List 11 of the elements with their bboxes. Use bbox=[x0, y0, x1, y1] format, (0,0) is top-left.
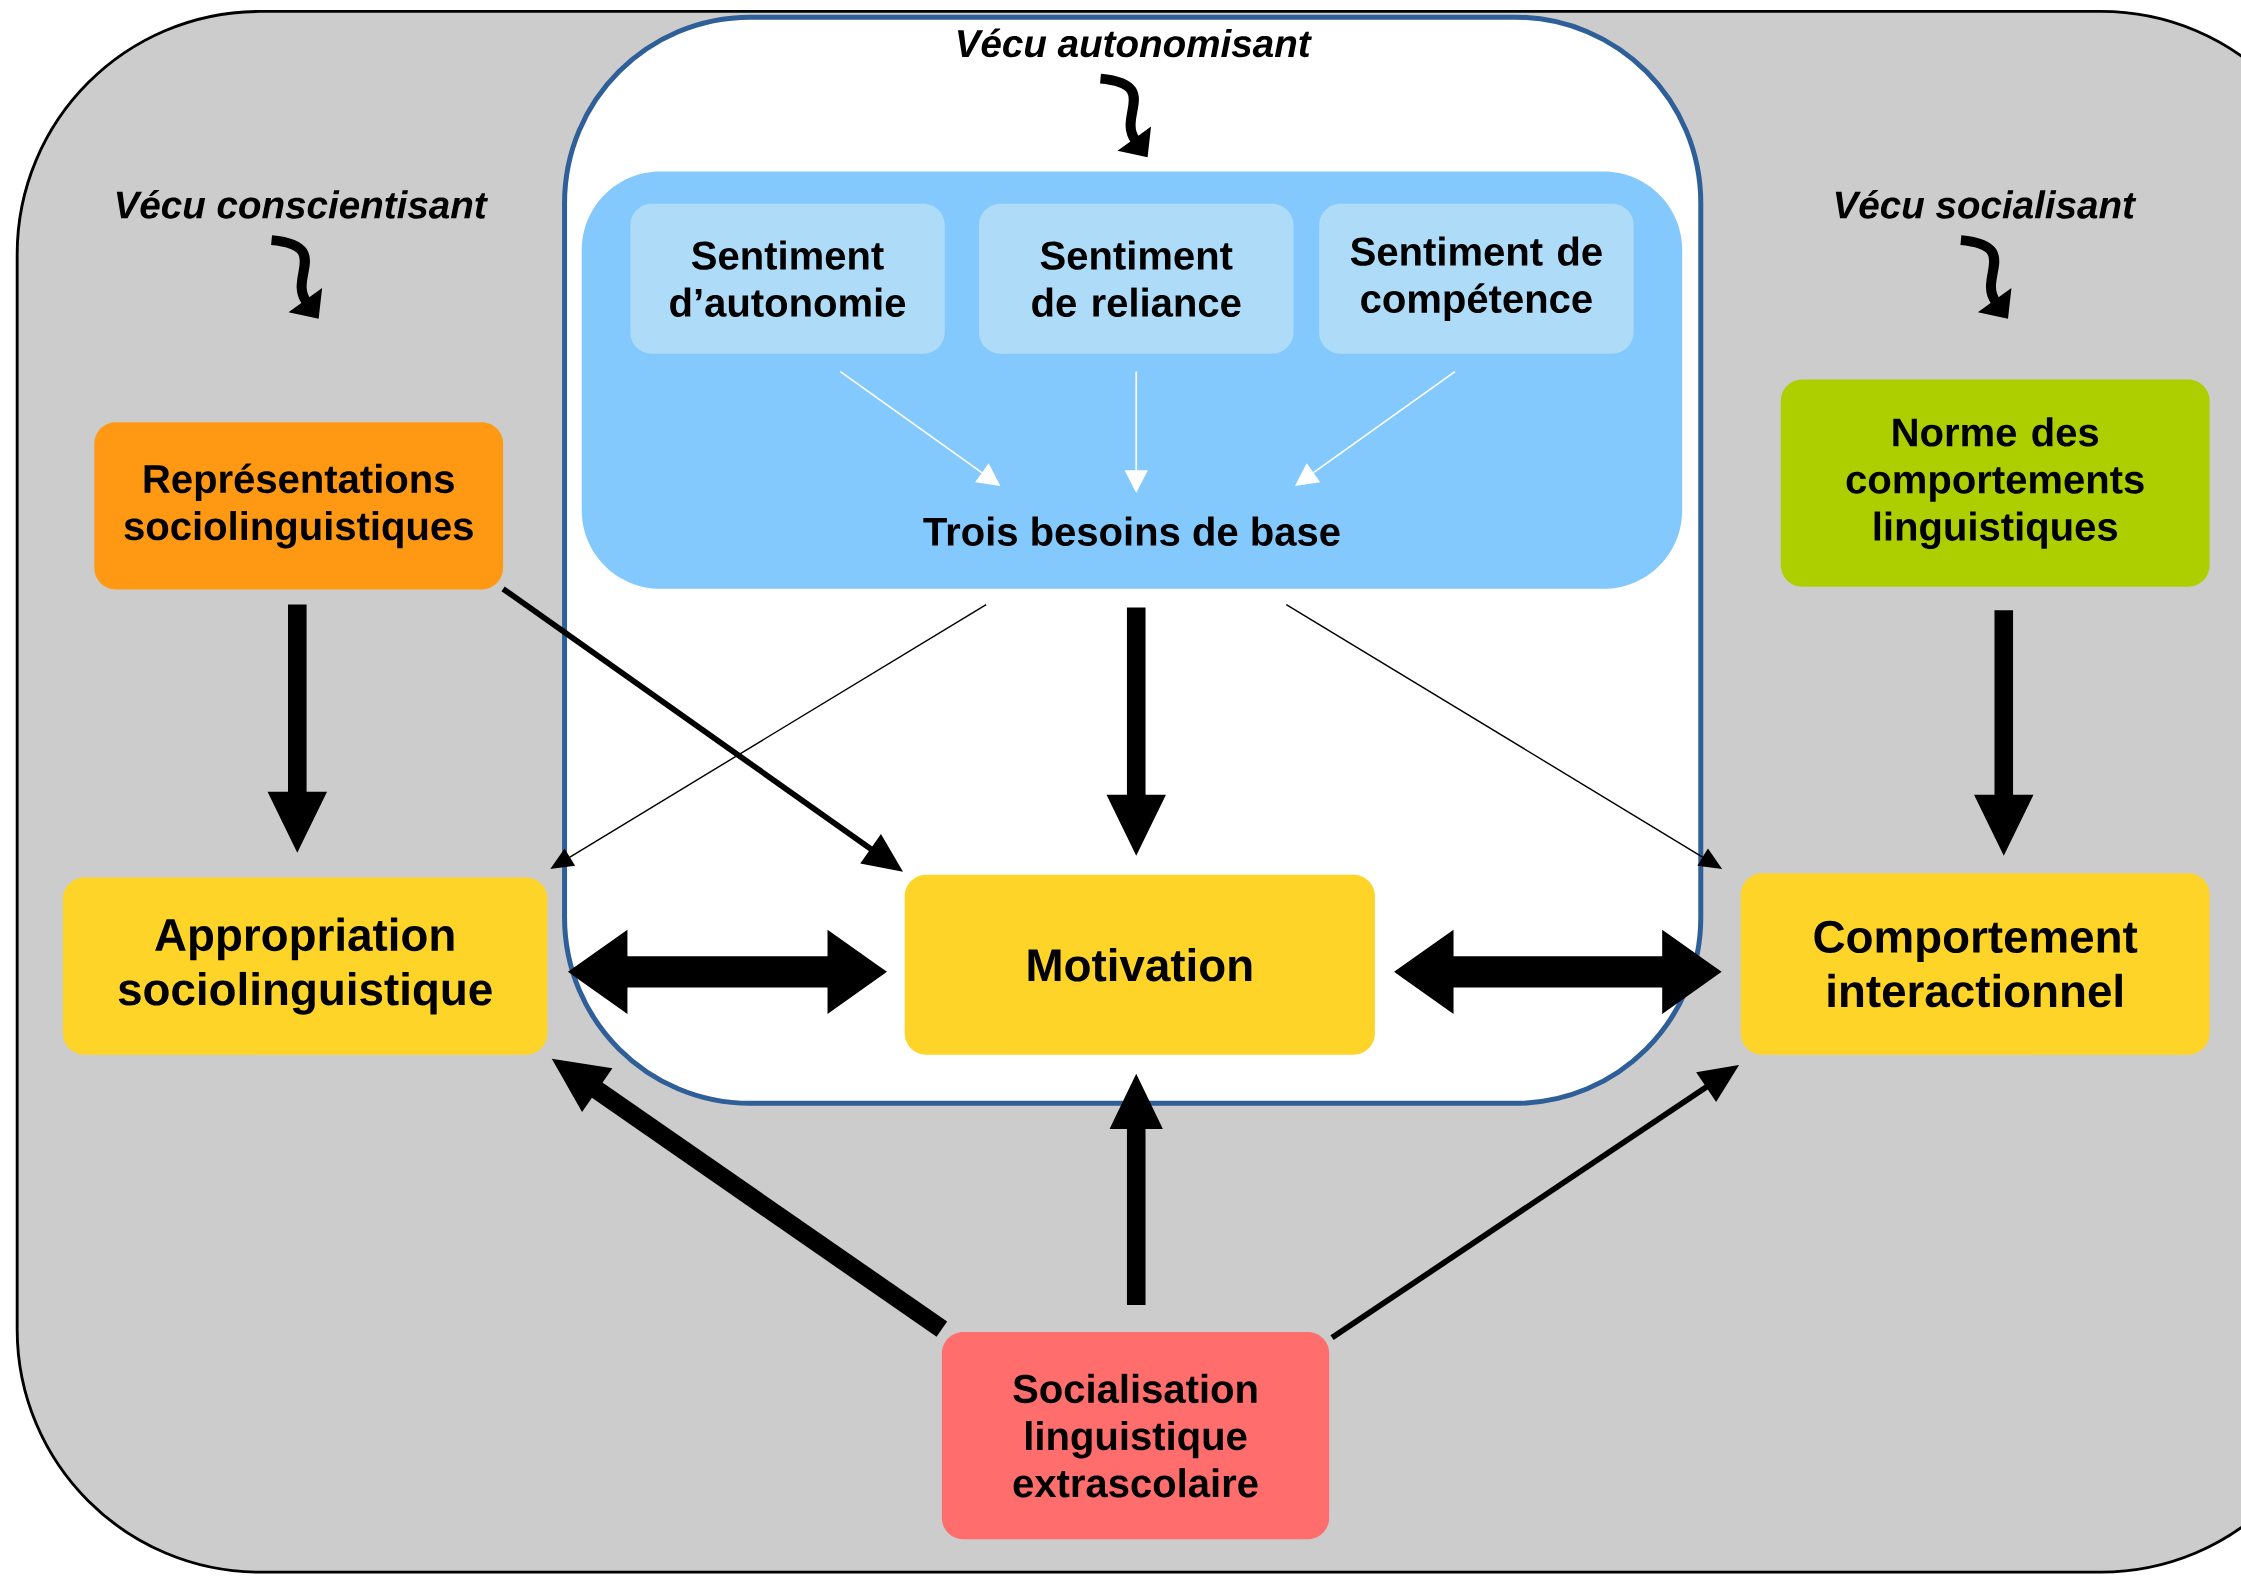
concept-box: Norme des comportements linguistiques bbox=[1780, 379, 2210, 587]
heading: Vécu conscientisant bbox=[116, 189, 488, 219]
concept-box: Représentations sociolinguistiques bbox=[94, 422, 504, 590]
feeling-box: Sentiment d’autonomie bbox=[630, 203, 945, 354]
concept-box: Comportement interactionnel bbox=[1740, 873, 2210, 1055]
concept-box: Socialisation linguistique extrascolaire bbox=[941, 1331, 1330, 1540]
feeling-box: Sentiment de reliance bbox=[979, 203, 1294, 354]
concept-box: Appropriation sociolinguistique bbox=[62, 877, 548, 1055]
feeling-box: Sentiment de compétence bbox=[1319, 203, 1634, 354]
heading: Vécu socialisant bbox=[1835, 189, 2137, 219]
concept-box: Motivation bbox=[904, 874, 1375, 1055]
